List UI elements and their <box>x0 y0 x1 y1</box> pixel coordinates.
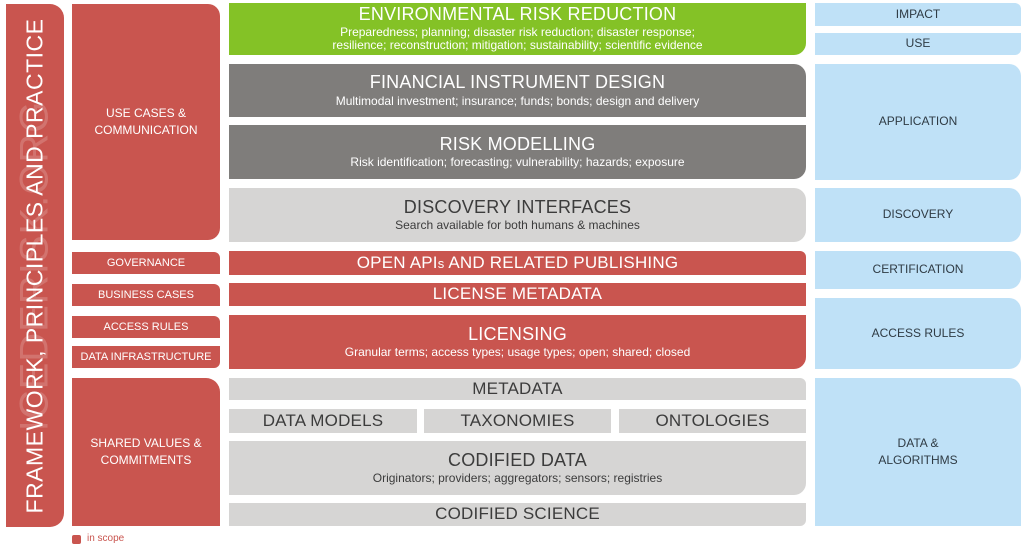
open-apis-title-a: OPEN API <box>356 252 438 272</box>
certification-label: CERTIFICATION <box>815 251 1021 289</box>
shared-values-text: SHARED VALUES & COMMITMENTS <box>90 435 202 467</box>
certification-text: CERTIFICATION <box>872 262 964 277</box>
metadata-title: METADATA <box>472 378 563 398</box>
taxonomies-block: TAXONOMIES <box>424 409 611 433</box>
open-apis-title-s: s <box>437 255 445 271</box>
financial-sub: Multimodal investment; insurance; funds;… <box>335 93 700 108</box>
discovery-label: DISCOVERY <box>815 188 1021 242</box>
access-rules-right-label: ACCESS RULES <box>815 298 1021 369</box>
open-apis-block: OPEN APIs AND RELATED PUBLISHING <box>229 251 806 275</box>
data-algorithms-label: DATA & ALGORITHMS <box>815 378 1021 526</box>
ontologies-title: ONTOLOGIES <box>655 410 770 430</box>
use-label: USE <box>815 33 1021 55</box>
business-cases-label: BUSINESS CASES <box>72 284 220 306</box>
financial-instrument-design-block: FINANCIAL INSTRUMENT DESIGN Multimodal i… <box>229 64 806 117</box>
taxonomies-title: TAXONOMIES <box>460 410 575 430</box>
business-cases-text: BUSINESS CASES <box>98 288 194 301</box>
access-rules-left-label: ACCESS RULES <box>72 316 220 338</box>
licensing-sub: Granular terms; access types; usage type… <box>344 345 691 360</box>
codified-science-title: CODIFIED SCIENCE <box>435 504 600 524</box>
legend-swatch <box>72 535 81 544</box>
discovery-text: DISCOVERY <box>882 207 954 222</box>
codified-data-block: CODIFIED DATA Originators; providers; ag… <box>229 441 806 495</box>
use-text: USE <box>905 36 931 51</box>
framework-label: FRAMEWORK, PRINCIPLES AND PRACTICE <box>21 18 48 513</box>
codified-data-title: CODIFIED DATA <box>448 449 587 470</box>
data-infrastructure-text: DATA INFRASTRUCTURE <box>80 350 212 363</box>
licensing-block: LICENSING Granular terms; access types; … <box>229 315 806 369</box>
shared-values-label: SHARED VALUES & COMMITMENTS <box>72 378 220 526</box>
codified-science-block: CODIFIED SCIENCE <box>229 503 806 526</box>
risk-modelling-sub: Risk identification; forecasting; vulner… <box>350 155 685 170</box>
application-label: APPLICATION <box>815 64 1021 180</box>
use-cases-label: USE CASES & COMMUNICATION <box>72 4 220 240</box>
discovery-interfaces-block: DISCOVERY INTERFACES Search available fo… <box>229 188 806 242</box>
financial-title: FINANCIAL INSTRUMENT DESIGN <box>369 72 666 92</box>
governance-text: GOVERNANCE <box>106 256 186 269</box>
data-models-title: DATA MODELS <box>262 410 384 430</box>
codified-data-sub: Originators; providers; aggregators; sen… <box>372 471 663 486</box>
data-algorithms-text: DATA & ALGORITHMS <box>878 435 958 467</box>
metadata-block: METADATA <box>229 378 806 400</box>
open-apis-title-b: AND RELATED PUBLISHING <box>444 252 679 272</box>
env-risk-sub2: resilience; reconstruction; mitigation; … <box>332 38 703 53</box>
data-infrastructure-label: DATA INFRASTRUCTURE <box>72 346 220 368</box>
environmental-risk-reduction-block: ENVIRONMENTAL RISK REDUCTION Preparednes… <box>229 3 806 55</box>
discovery-title: DISCOVERY INTERFACES <box>403 196 632 217</box>
licensing-title: LICENSING <box>468 323 567 344</box>
impact-text: IMPACT <box>895 6 941 21</box>
data-models-block: DATA MODELS <box>229 409 417 433</box>
open-apis-title: OPEN APIs AND RELATED PUBLISHING <box>356 252 679 273</box>
env-risk-title: ENVIRONMENTAL RISK REDUCTION <box>358 4 677 25</box>
ontologies-block: ONTOLOGIES <box>619 409 806 433</box>
risk-modelling-block: RISK MODELLING Risk identification; fore… <box>229 125 806 179</box>
application-text: APPLICATION <box>878 114 958 129</box>
access-rules-right-text: ACCESS RULES <box>871 325 965 340</box>
license-metadata-block: LICENSE METADATA <box>229 283 806 306</box>
access-rules-left-text: ACCESS RULES <box>103 320 189 333</box>
discovery-sub: Search available for both humans & machi… <box>395 218 640 233</box>
impact-label: IMPACT <box>815 3 1021 26</box>
governance-label: GOVERNANCE <box>72 252 220 274</box>
risk-modelling-title: RISK MODELLING <box>439 133 596 154</box>
legend-label: in scope <box>87 533 125 544</box>
license-metadata-title: LICENSE METADATA <box>432 284 603 304</box>
env-risk-sub1: Preparedness; planning; disaster risk re… <box>340 25 695 40</box>
framework-band: ICEDERISK.ORG FRAMEWORK, PRINCIPLES AND … <box>6 4 64 527</box>
use-cases-text: USE CASES & COMMUNICATION <box>94 105 198 137</box>
